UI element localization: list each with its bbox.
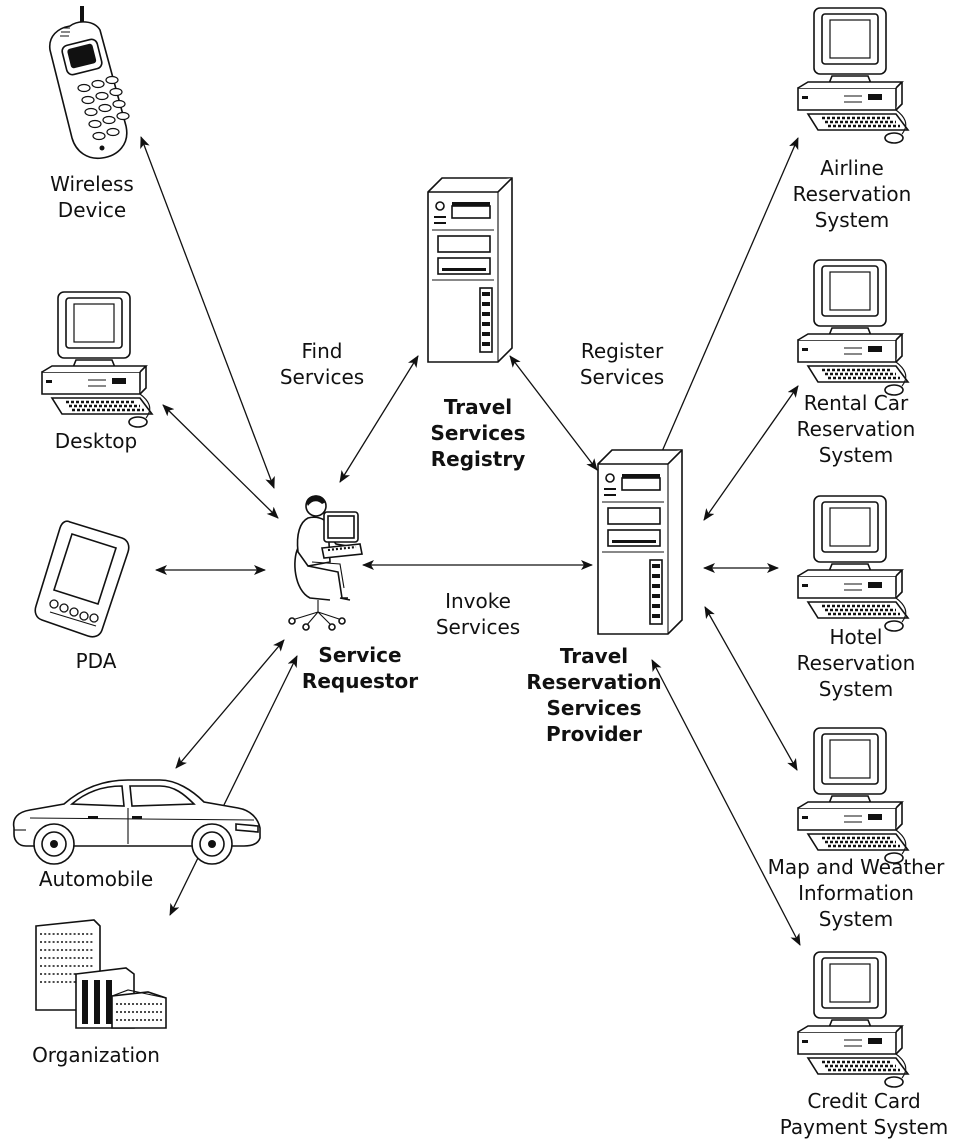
hotel-system-icon xyxy=(796,494,910,633)
arrow-automobile-requestor xyxy=(175,639,285,769)
arrow-organization-requestor xyxy=(169,655,298,916)
rental-car-system-icon xyxy=(796,258,910,397)
registry-server-icon xyxy=(427,177,513,363)
arrow-provider-rental xyxy=(703,385,799,521)
map-weather-system-icon xyxy=(796,726,910,865)
airline-system-icon xyxy=(796,6,910,145)
wireless-device-icon xyxy=(48,6,130,160)
connection-arrows xyxy=(140,136,801,946)
pda-label: PDA xyxy=(76,649,117,673)
arrow-provider-airline xyxy=(656,137,799,464)
arrow-provider-map xyxy=(704,606,798,771)
arrow-provider-credit xyxy=(651,659,801,946)
service-requestor-icon xyxy=(288,495,363,631)
credit-card-system-icon xyxy=(796,950,910,1089)
pda-icon xyxy=(34,520,130,638)
desktop-label: Desktop xyxy=(55,429,137,453)
provider-server-icon xyxy=(597,449,683,635)
automobile-label: Automobile xyxy=(39,867,153,891)
arrow-find-services xyxy=(339,355,419,483)
organization-label: Organization xyxy=(32,1043,160,1067)
automobile-icon xyxy=(12,779,261,865)
desktop-icon xyxy=(40,290,154,429)
organization-icon xyxy=(35,919,167,1029)
arrow-wireless-requestor xyxy=(140,136,275,489)
arrow-register-services xyxy=(509,355,598,471)
arrow-desktop-requestor xyxy=(162,404,279,519)
